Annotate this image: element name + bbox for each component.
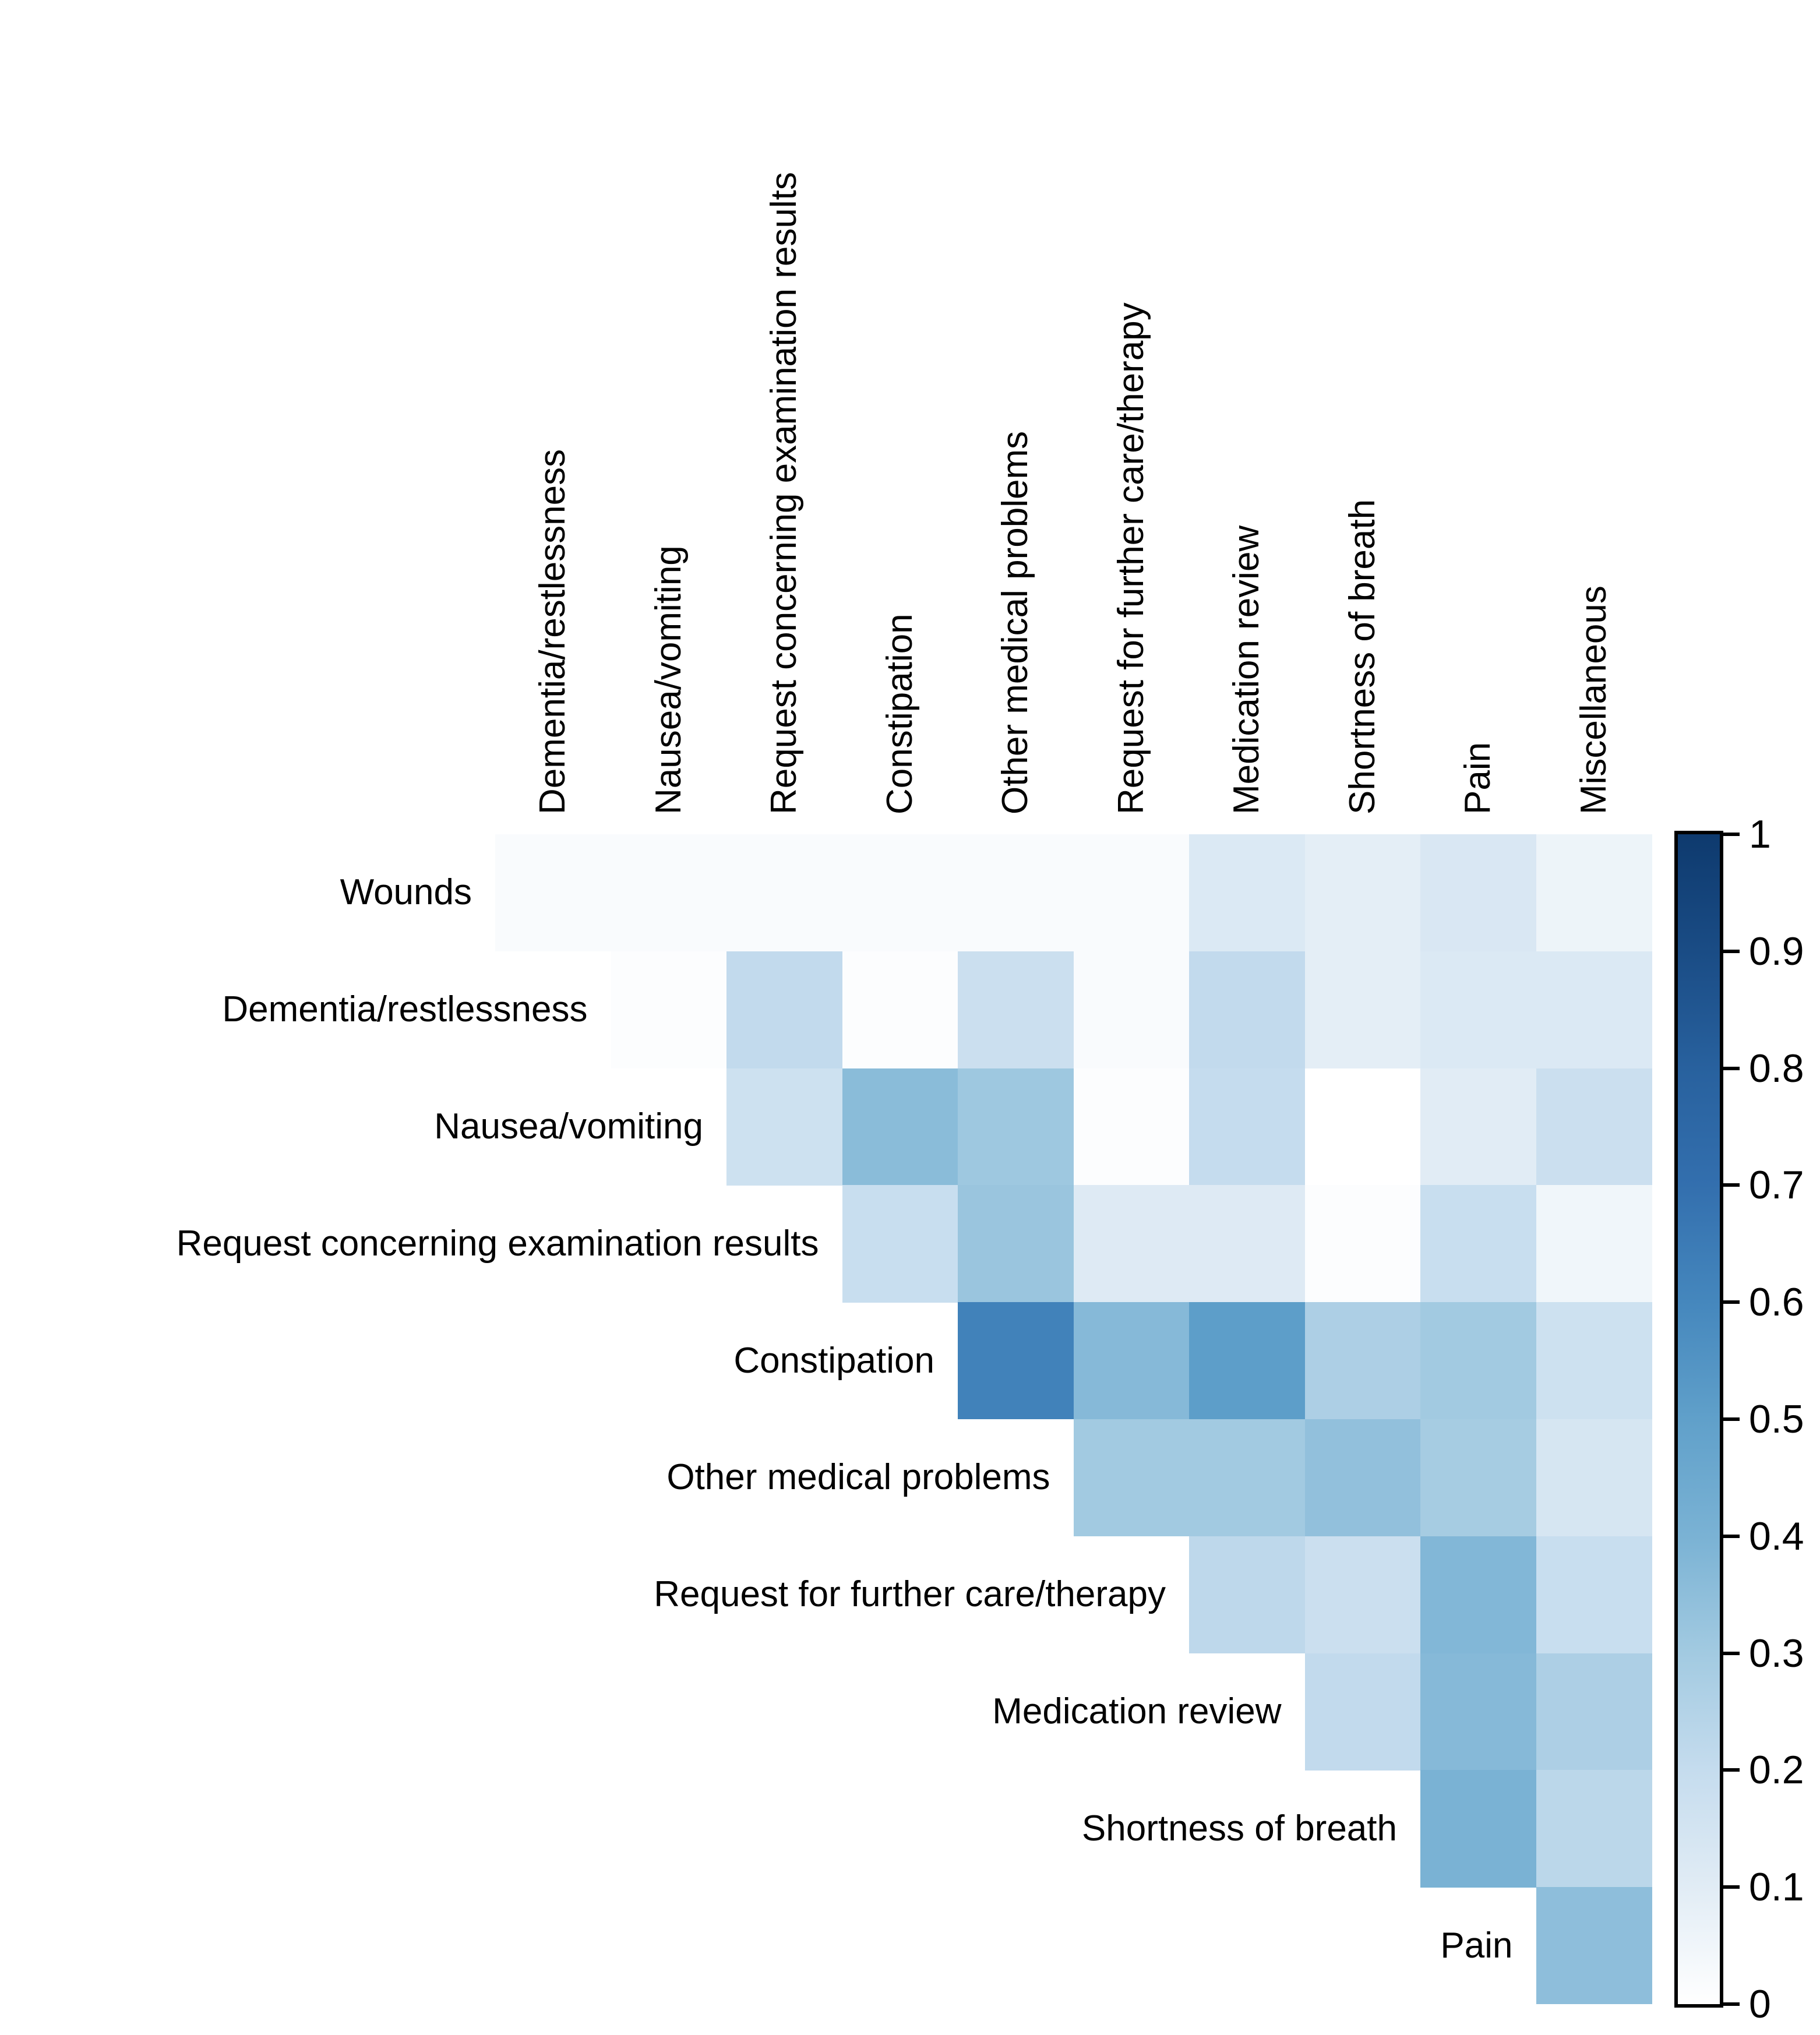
heatmap-cell — [1536, 1887, 1652, 2005]
row-label: Pain — [1440, 1925, 1513, 1966]
colorbar-tick — [1723, 1183, 1740, 1187]
colorbar-tick — [1723, 833, 1740, 836]
colorbar-tick-label: 0.8 — [1749, 1046, 1804, 1091]
heatmap-cell — [1304, 1185, 1421, 1303]
heatmap-cell — [1536, 1185, 1652, 1303]
row-label: Shortness of breath — [1081, 1808, 1397, 1849]
heatmap-cell — [726, 1068, 842, 1186]
column-label: Pain — [1458, 742, 1498, 814]
heatmap-cell — [1304, 834, 1421, 952]
column-label: Other medical problems — [995, 431, 1036, 814]
heatmap-cell — [1536, 1068, 1652, 1186]
heatmap-cell — [1189, 834, 1305, 952]
heatmap-cell — [1189, 1068, 1305, 1186]
heatmap-cell — [1420, 1068, 1536, 1186]
heatmap-cell — [1304, 1419, 1421, 1537]
heatmap-cell — [958, 951, 1074, 1069]
row-label: Wounds — [340, 872, 472, 913]
heatmap-cell — [1304, 1068, 1421, 1186]
heatmap-cell — [1420, 1419, 1536, 1537]
heatmap-cell — [1189, 1419, 1305, 1537]
heatmap-cell — [1536, 1536, 1652, 1654]
heatmap-cell — [842, 951, 958, 1069]
heatmap-cell — [1420, 1536, 1536, 1654]
row-label: Request for further care/therapy — [654, 1574, 1166, 1615]
heatmap-cell — [1073, 834, 1190, 952]
heatmap-cell — [1536, 1770, 1652, 1888]
column-label: Request for further care/therapy — [1110, 302, 1151, 814]
heatmap-cell — [1420, 1185, 1536, 1303]
heatmap-cell — [495, 834, 611, 952]
column-label: Nausea/vomiting — [648, 545, 689, 814]
colorbar-tick — [1723, 1651, 1740, 1655]
colorbar-tick-label: 0.2 — [1749, 1748, 1804, 1793]
column-label: Miscellaneous — [1573, 586, 1614, 814]
heatmap-cell — [1304, 951, 1421, 1069]
heatmap-cell — [1420, 1770, 1536, 1888]
heatmap-cell — [1189, 1302, 1305, 1420]
column-label: Dementia/restlessness — [532, 449, 573, 814]
heatmap-cell — [1073, 1419, 1190, 1537]
heatmap-cell — [1420, 834, 1536, 952]
heatmap-cell — [842, 1185, 958, 1303]
row-label: Other medical problems — [666, 1457, 1050, 1498]
column-label: Shortness of breath — [1342, 499, 1382, 814]
heatmap-cell — [958, 834, 1074, 952]
column-label: Medication review — [1226, 525, 1267, 814]
heatmap-cell — [1073, 1185, 1190, 1303]
colorbar-gradient — [1674, 831, 1723, 2008]
heatmap-cell — [842, 834, 958, 952]
colorbar-tick-label: 0.3 — [1749, 1631, 1804, 1676]
heatmap-cell — [1189, 1185, 1305, 1303]
heatmap-cell — [611, 951, 727, 1069]
colorbar-tick — [1723, 2002, 1740, 2006]
colorbar-tick-label: 0.4 — [1749, 1514, 1804, 1558]
colorbar-tick — [1723, 1066, 1740, 1070]
heatmap-cell — [1073, 951, 1190, 1069]
colorbar-tick — [1723, 1768, 1740, 1772]
row-label: Dementia/restlessness — [222, 989, 588, 1030]
heatmap-cell — [611, 834, 727, 952]
row-label: Medication review — [992, 1691, 1282, 1731]
colorbar-tick-label: 0.7 — [1749, 1163, 1804, 1208]
heatmap-cell — [1304, 1653, 1421, 1771]
heatmap-cell — [1536, 1419, 1652, 1537]
column-label: Request concerning examination results — [764, 172, 805, 814]
row-label: Nausea/vomiting — [434, 1106, 703, 1147]
colorbar-tick — [1723, 1417, 1740, 1421]
heatmap-cell — [726, 834, 842, 952]
colorbar-tick — [1723, 949, 1740, 953]
colorbar-tick — [1723, 1534, 1740, 1538]
heatmap-cell — [1073, 1302, 1190, 1420]
row-label: Request concerning examination results — [176, 1223, 819, 1264]
heatmap-cell — [1189, 1536, 1305, 1654]
colorbar-tick-label: 0 — [1749, 1982, 1771, 2026]
colorbar-tick — [1723, 1300, 1740, 1304]
heatmap-cell — [1073, 1068, 1190, 1186]
heatmap-cell — [1420, 1302, 1536, 1420]
column-label: Constipation — [879, 613, 920, 814]
heatmap-cell — [958, 1185, 1074, 1303]
heatmap-cell — [1420, 1653, 1536, 1771]
heatmap-cell — [1304, 1302, 1421, 1420]
heatmap-cell — [726, 951, 842, 1069]
heatmap-cell — [958, 1302, 1074, 1420]
colorbar-tick-label: 0.9 — [1749, 929, 1804, 974]
colorbar-tick-label: 1 — [1749, 812, 1771, 856]
heatmap-cell — [1536, 834, 1652, 952]
heatmap-cell — [842, 1068, 958, 1186]
row-label: Constipation — [733, 1340, 934, 1381]
heatmap-cell — [958, 1068, 1074, 1186]
heatmap-cell — [1536, 1302, 1652, 1420]
heatmap-cell — [1304, 1536, 1421, 1654]
colorbar-tick-label: 0.5 — [1749, 1397, 1804, 1441]
heatmap-cell — [1536, 1653, 1652, 1771]
colorbar-tick-label: 0.6 — [1749, 1280, 1804, 1325]
heatmap-cell — [1189, 951, 1305, 1069]
colorbar-tick — [1723, 1885, 1740, 1889]
heatmap-cell — [1420, 951, 1536, 1069]
heatmap-cell — [1536, 951, 1652, 1069]
colorbar-tick-label: 0.1 — [1749, 1865, 1804, 1910]
